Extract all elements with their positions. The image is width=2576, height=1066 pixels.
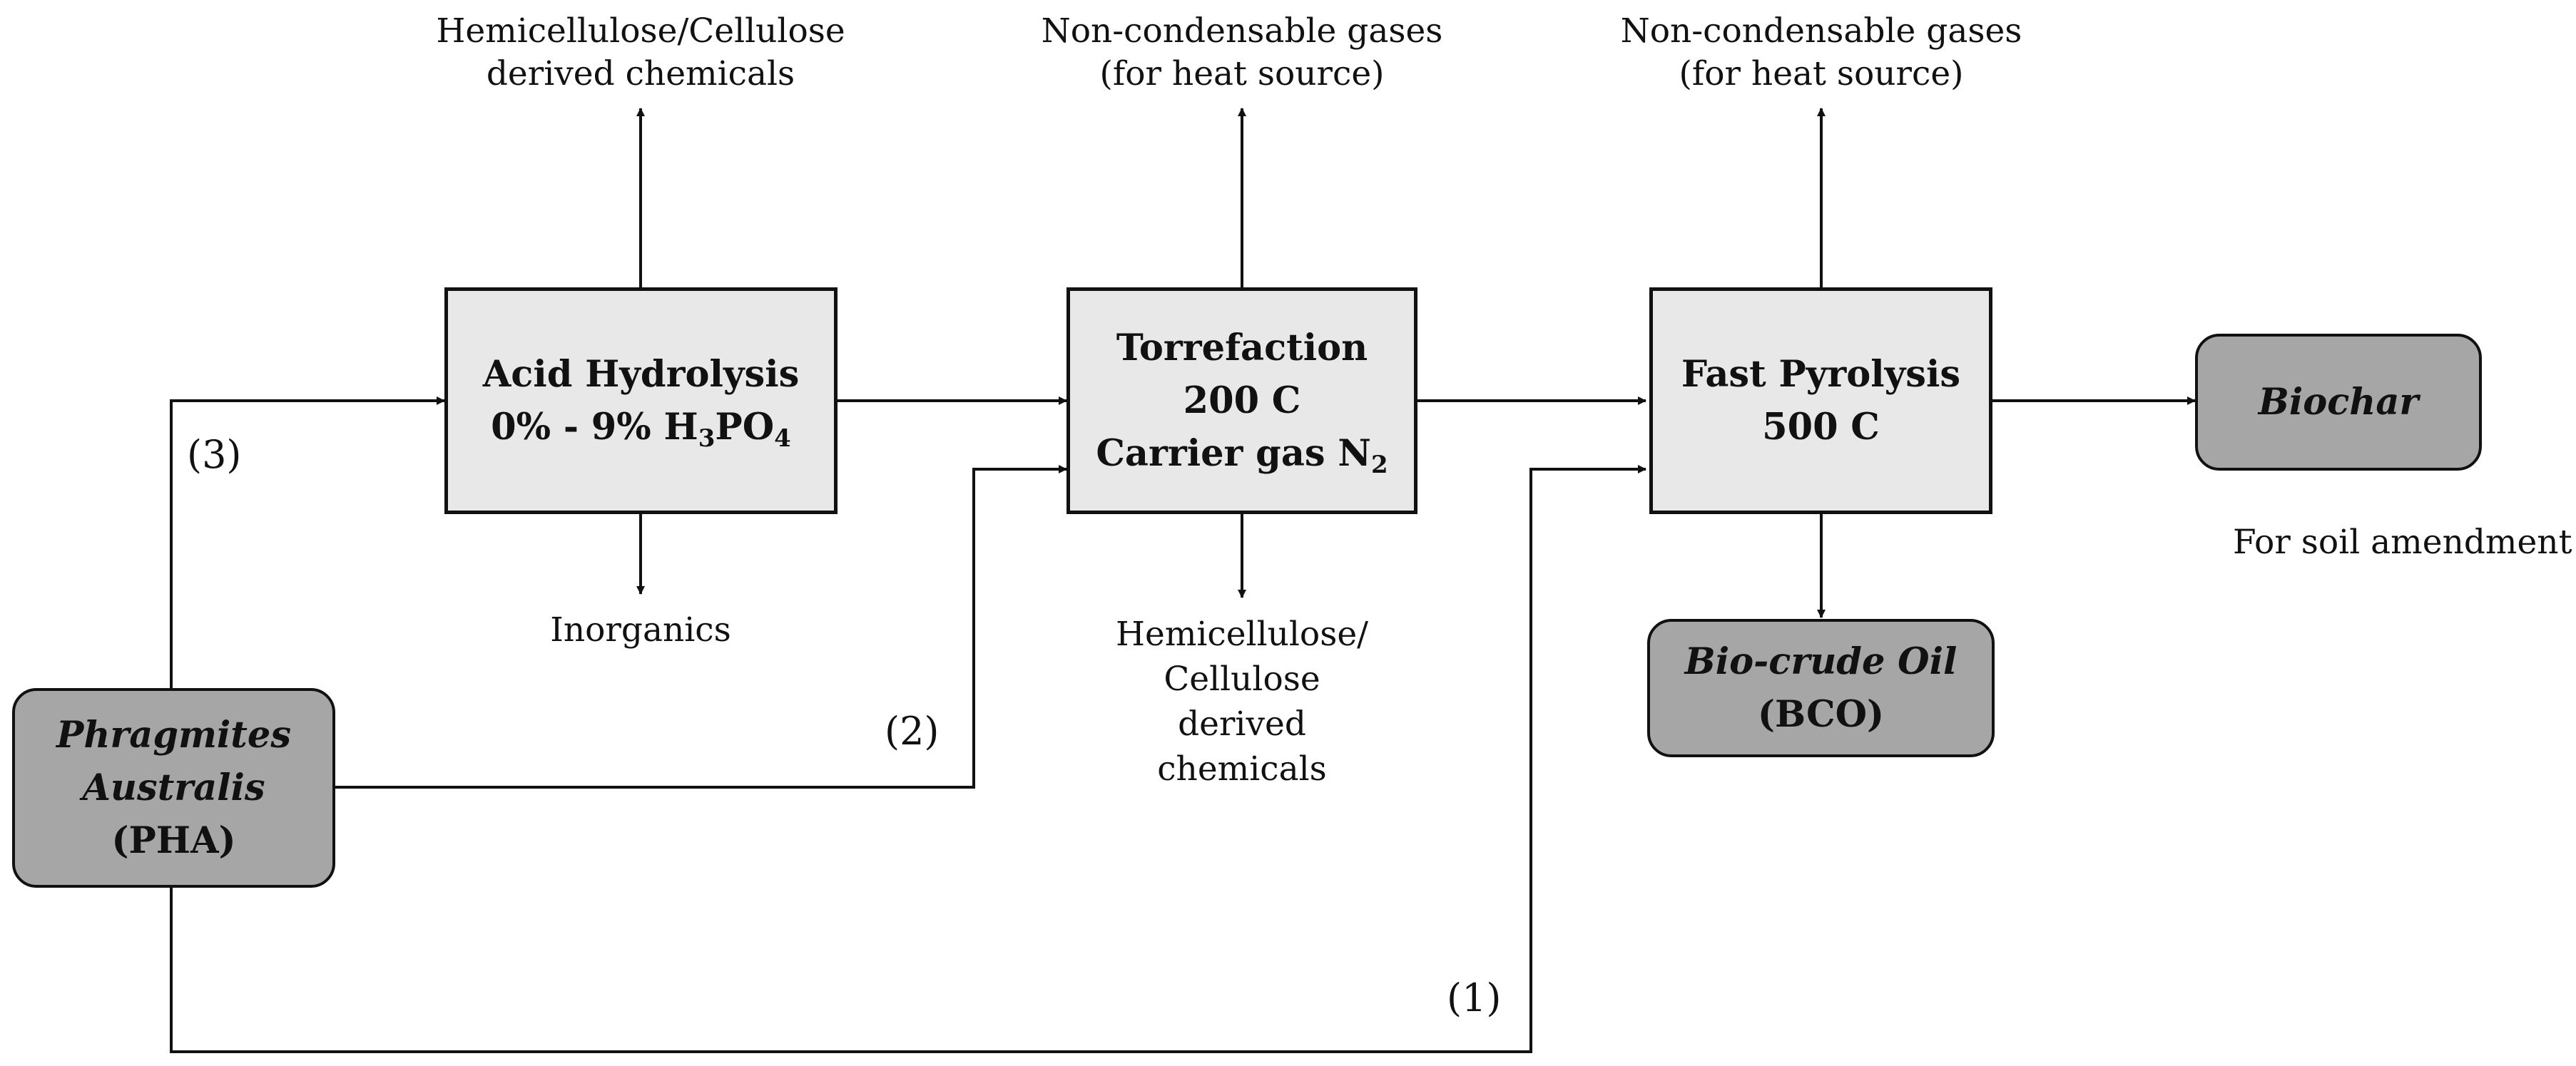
torrefaction-box: Torrefaction 200 C Carrier gas N2: [1066, 287, 1417, 514]
feedstock-name-line2: Australis: [82, 767, 265, 809]
fast-pyrolysis-box: Fast Pyrolysis 500 C: [1649, 287, 1992, 514]
route-3-arrow: [170, 396, 445, 688]
route-2-label: (2): [885, 709, 940, 754]
torrefaction-carrier-gas: Carrier gas N2: [1096, 432, 1388, 479]
acid-hydrolysis-title: Acid Hydrolysis: [482, 353, 800, 396]
fast-pyrolysis-title: Fast Pyrolysis: [1681, 353, 1961, 396]
torrefaction-top-output-label: Non-condensable gases (for heat source): [1041, 11, 1443, 93]
acid-bottom-output-label: Inorganics: [550, 610, 731, 650]
feedstock-name-line1: Phragmites: [56, 714, 292, 757]
biochar-use-note: For soil amendment: [2233, 523, 2572, 562]
torrefaction-temperature: 200 C: [1183, 379, 1301, 422]
route-3-label: (3): [187, 432, 242, 477]
acid-hydrolysis-conditions: 0% - 9% H3PO4: [491, 406, 791, 453]
bio-crude-oil-label: Bio-crude Oil: [1684, 640, 1958, 683]
route-2-arrow: [335, 465, 1067, 789]
feedstock-abbreviation: (PHA): [111, 819, 236, 862]
bio-crude-oil-abbreviation: (BCO): [1757, 693, 1885, 736]
biochar-box: Biochar: [2195, 334, 2482, 471]
torrefaction-bottom-output-label: Hemicellulose/ Cellulose derived chemica…: [1116, 615, 1368, 789]
biochar-label: Biochar: [2258, 381, 2419, 424]
bio-crude-oil-box: Bio-crude Oil (BCO): [1647, 619, 1995, 757]
route-1-arrow: [170, 465, 1646, 1053]
acid-top-output-label: Hemicellulose/Cellulose derived chemical…: [436, 11, 845, 93]
acid-hydrolysis-box: Acid Hydrolysis 0% - 9% H3PO4: [444, 287, 838, 514]
torrefaction-title: Torrefaction: [1116, 327, 1368, 369]
route-1-label: (1): [1447, 975, 1502, 1020]
feedstock-box: Phragmites Australis (PHA): [12, 688, 335, 888]
fast-pyrolysis-temperature: 500 C: [1762, 406, 1880, 449]
pyrolysis-top-output-label: Non-condensable gases (for heat source): [1620, 11, 2022, 93]
